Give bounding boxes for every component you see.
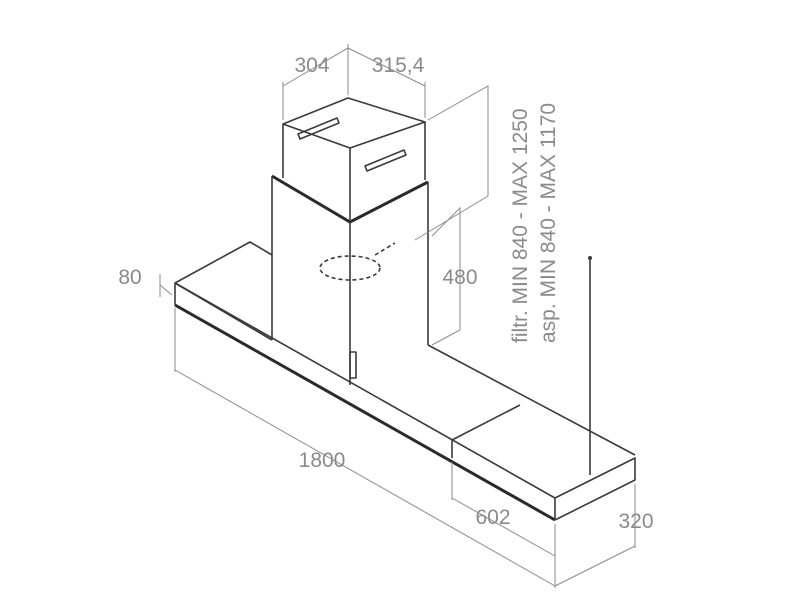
- dim-chimney-width: 315,4: [372, 54, 425, 77]
- dim-side-panel: 602: [475, 506, 510, 529]
- hood-body: [174, 241, 636, 522]
- dim-hood-height: 80: [118, 266, 141, 289]
- dim-filter-height: filtr. MIN 840 - MAX 1250: [509, 108, 532, 343]
- dim-length: 1800: [299, 449, 346, 472]
- dim-extraction-height: asp. MIN 840 - MAX 1170: [537, 103, 560, 343]
- chimney-lower: [271, 174, 429, 385]
- dim-chimney-lower-height: 480: [442, 266, 477, 289]
- dim-depth: 320: [618, 510, 653, 533]
- dim-chimney-depth: 304: [294, 54, 329, 77]
- chimney-upper: [282, 97, 426, 220]
- dimension-lines: [159, 44, 636, 588]
